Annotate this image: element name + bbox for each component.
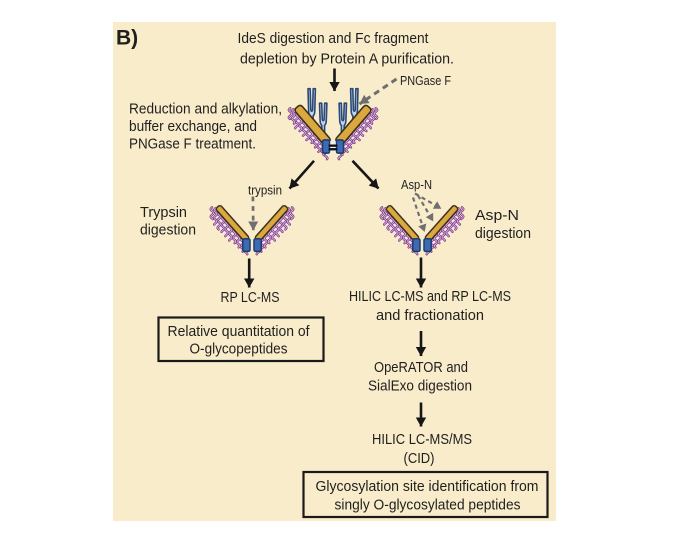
svg-text:B): B) — [116, 26, 138, 49]
svg-text:Relative quantitation of: Relative quantitation of — [168, 323, 311, 340]
svg-text:(CID): (CID) — [404, 450, 435, 467]
svg-text:Trypsin: Trypsin — [140, 204, 187, 221]
svg-text:and fractionation: and fractionation — [376, 307, 484, 324]
svg-text:Reduction and alkylation,: Reduction and alkylation, — [129, 101, 282, 118]
svg-text:digestion: digestion — [140, 222, 196, 239]
svg-text:IdeS digestion and Fc fragment: IdeS digestion and Fc fragment — [238, 30, 430, 47]
svg-text:singly O-glycosylated peptides: singly O-glycosylated peptides — [335, 496, 521, 513]
svg-text:SialExo digestion: SialExo digestion — [368, 378, 472, 395]
svg-text:Asp-N: Asp-N — [401, 177, 432, 192]
svg-text:Glycosylation site identificat: Glycosylation site identification from — [316, 478, 539, 495]
svg-text:depletion by Protein A purific: depletion by Protein A purification. — [240, 51, 454, 68]
svg-text:PNGase F: PNGase F — [400, 73, 451, 88]
svg-text:digestion: digestion — [475, 225, 531, 242]
svg-text:PNGase F treatment.: PNGase F treatment. — [129, 136, 256, 153]
svg-text:Asp-N: Asp-N — [475, 207, 519, 224]
svg-text:buffer exchange, and: buffer exchange, and — [129, 118, 257, 135]
svg-text:HILIC LC-MS/MS: HILIC LC-MS/MS — [372, 431, 472, 448]
svg-text:HILIC LC-MS and RP LC-MS: HILIC LC-MS and RP LC-MS — [349, 288, 511, 305]
svg-text:OpeRATOR and: OpeRATOR and — [374, 359, 468, 376]
svg-text:RP LC-MS: RP LC-MS — [221, 289, 280, 306]
svg-text:trypsin: trypsin — [248, 183, 282, 198]
svg-text:O-glycopeptides: O-glycopeptides — [190, 341, 288, 358]
